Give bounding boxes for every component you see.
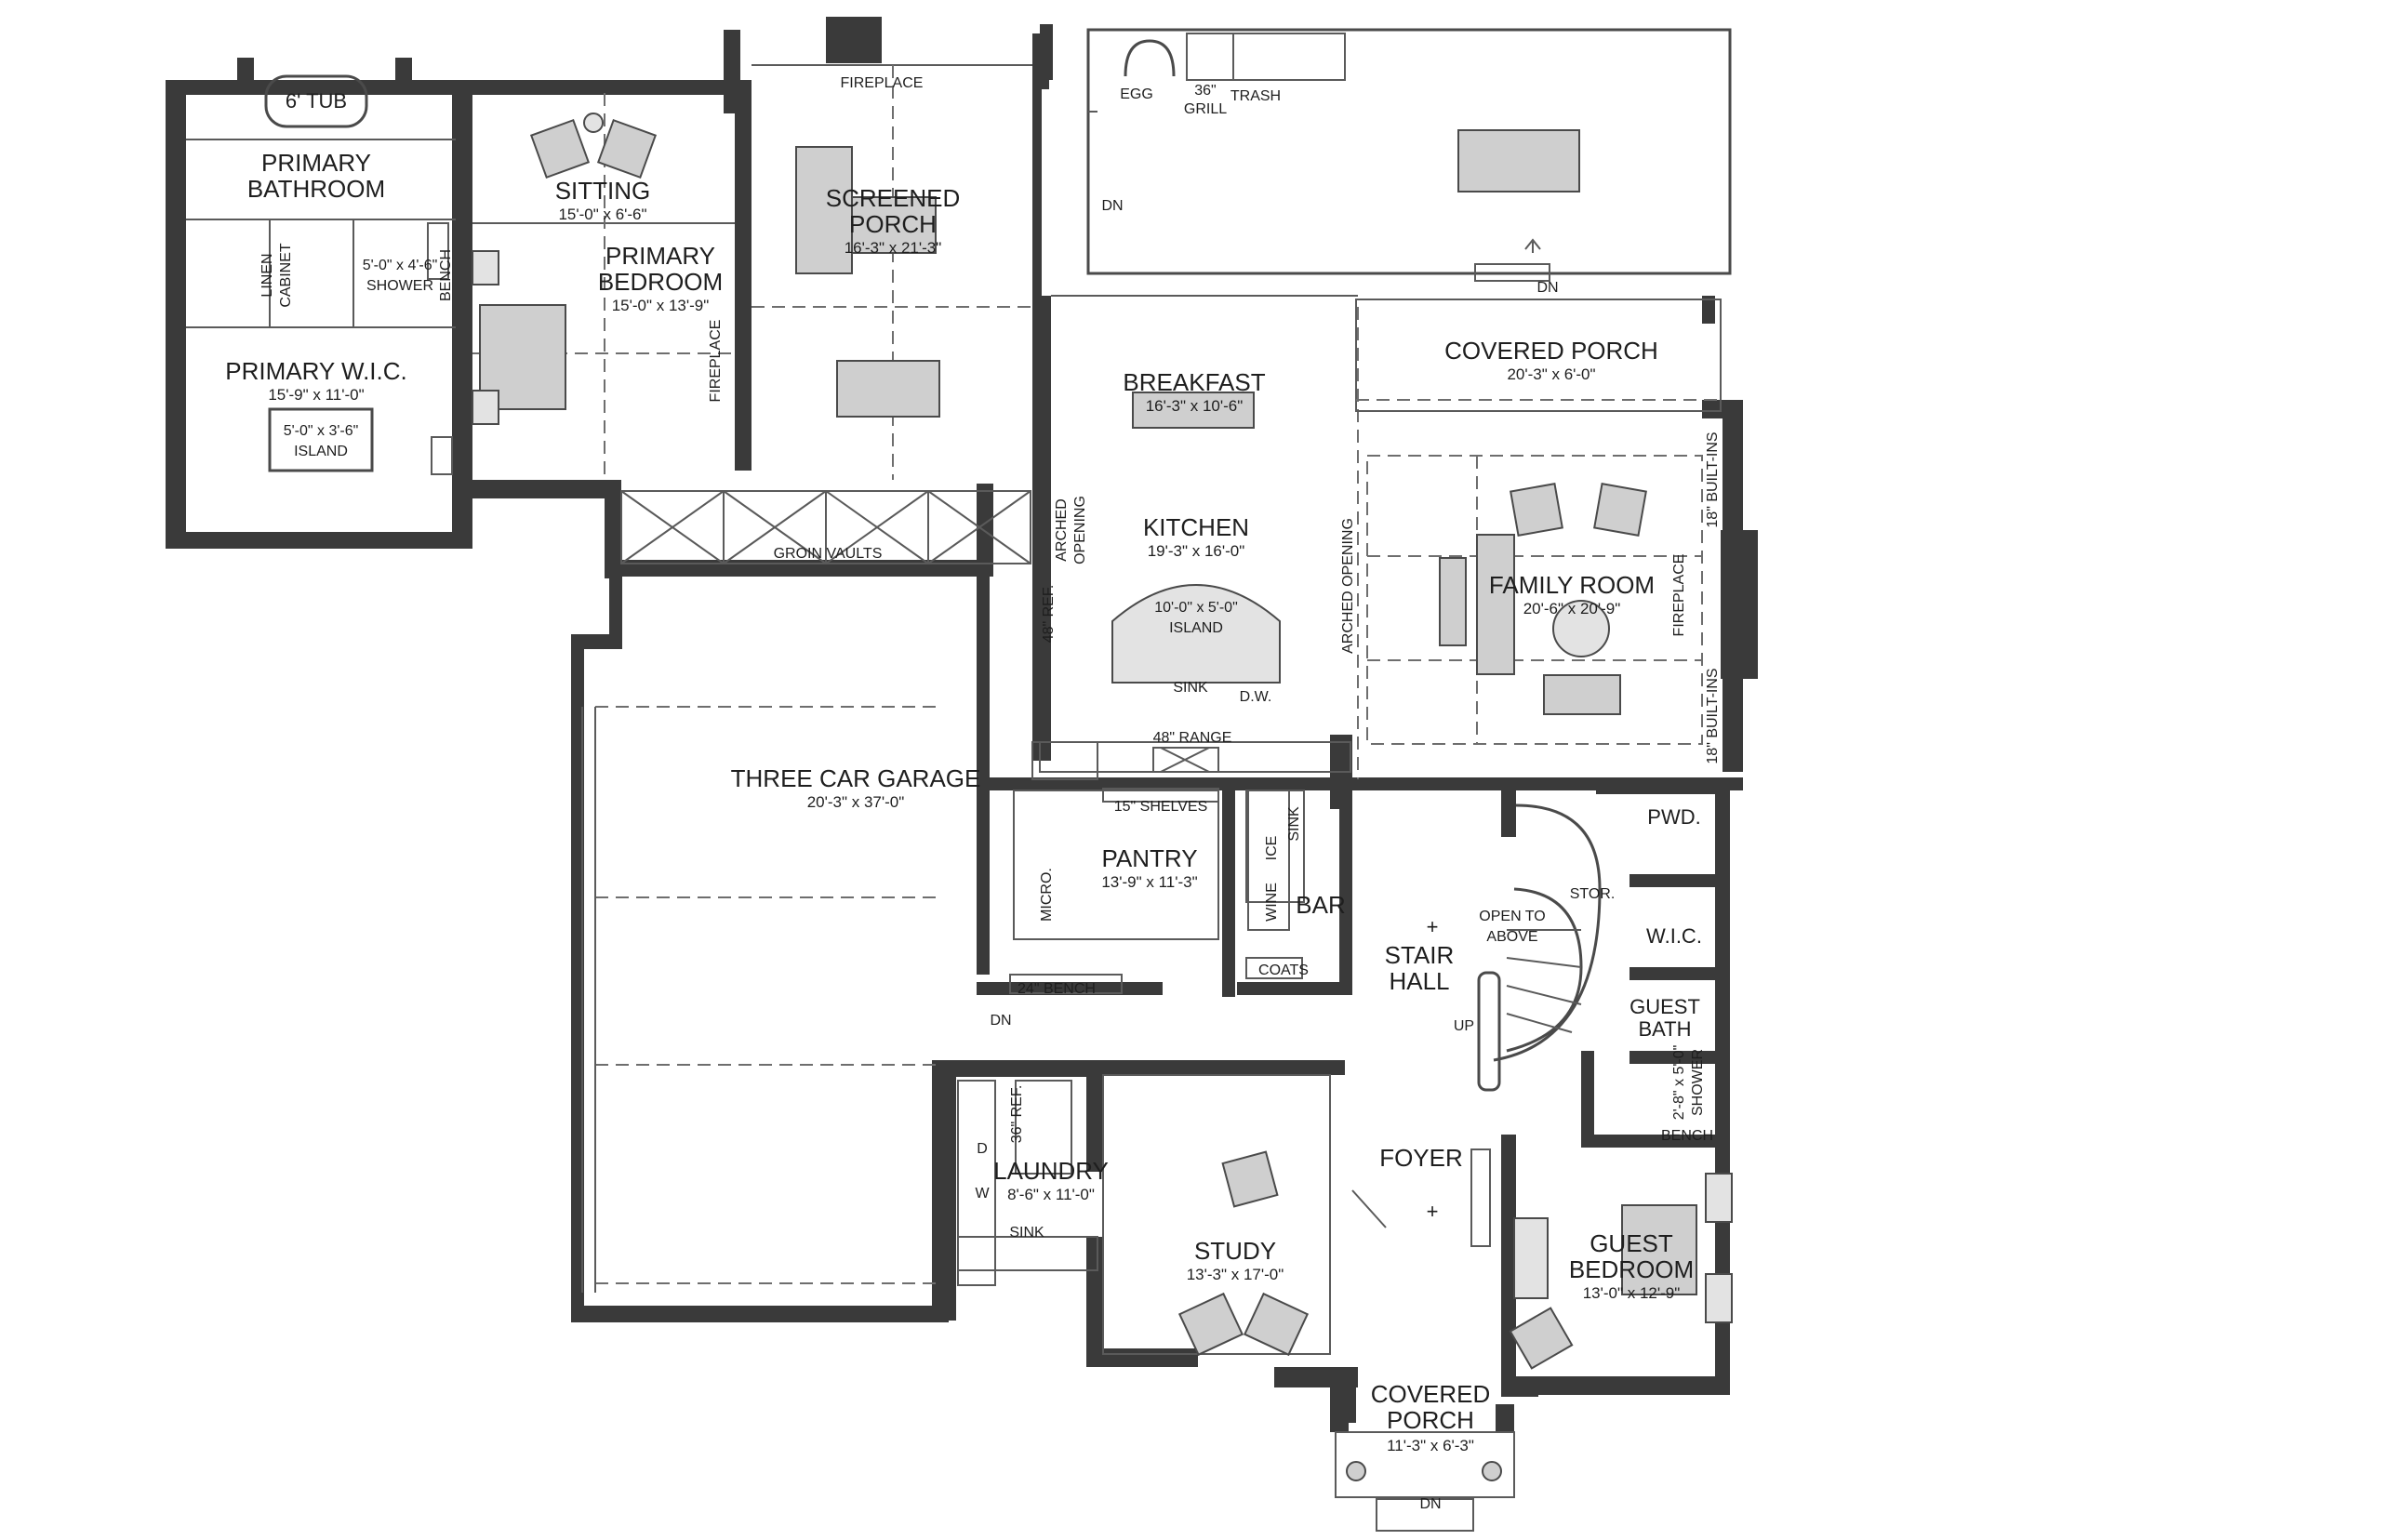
egg-label: EGG: [1120, 86, 1153, 102]
shelves-label: 15" SHELVES: [1114, 799, 1208, 815]
breakfast-label: BREAKFAST: [1123, 368, 1265, 396]
kitchen-sink-label: SINK: [1173, 680, 1208, 696]
guest-bedroom-label-1: GUEST: [1590, 1229, 1673, 1257]
primary-wic-dim: 15'-9" x 11'-0": [268, 386, 364, 404]
porch-fireplace-label: FIREPLACE: [841, 75, 924, 91]
wic-label: W.I.C.: [1646, 924, 1702, 948]
range-48-label: 48" RANGE: [1153, 730, 1232, 746]
guest-bath-label-1: GUEST: [1629, 995, 1700, 1018]
island-label: ISLAND: [1169, 620, 1223, 636]
shower-dim-label: 5'-0" x 4'-6": [363, 258, 438, 273]
garage-dim: 20'-3" x 37'-0": [807, 793, 905, 811]
dw-label: D.W.: [1240, 689, 1272, 705]
builtins-bottom-label: 18" BUILT-INS: [1705, 668, 1721, 763]
laundry-dn-label: DN: [990, 1013, 1011, 1029]
primary-bedroom-label-2: BEDROOM: [598, 268, 723, 296]
trash-label: TRASH: [1230, 88, 1281, 104]
furniture: [472, 39, 1697, 1481]
laundry-label: LAUNDRY: [993, 1157, 1109, 1185]
exterior-walls: [166, 17, 1758, 1432]
center-mark: +: [1427, 915, 1439, 938]
front-dn-label: DN: [1419, 1496, 1441, 1512]
kitchen-label: KITCHEN: [1143, 513, 1249, 541]
grill-label-2: GRILL: [1184, 101, 1227, 117]
tub-label: 6' TUB: [286, 89, 347, 113]
shower-label: SHOWER: [366, 278, 433, 294]
linen-label-2: CABINET: [278, 243, 294, 308]
micro-label: MICRO.: [1039, 868, 1055, 922]
bar-label: BAR: [1296, 891, 1345, 919]
garage-label: THREE CAR GARAGE: [731, 764, 981, 792]
family-fireplace-label: FIREPLACE: [1671, 554, 1687, 637]
sitting-label: SITTING: [555, 177, 651, 205]
rear-porch-dn-label: DN: [1101, 198, 1123, 214]
pantry-dim: 13'-9" x 11'-3": [1101, 873, 1197, 891]
guest-shower-dim: 2'-8" x 5'-0": [1671, 1045, 1687, 1121]
covered-porch-front-label-1: COVERED: [1371, 1380, 1491, 1408]
kitchen-arched-1: ARCHED: [1054, 498, 1070, 562]
room-labels: 6' TUB PRIMARY BATHROOM LINEN CABINET 5'…: [225, 75, 1721, 1512]
pwd-label: PWD.: [1647, 805, 1700, 829]
pantry-label: PANTRY: [1101, 844, 1197, 872]
ref-36-label: 36" REF.: [1009, 1085, 1025, 1144]
guest-bath-label-2: BATH: [1638, 1017, 1691, 1041]
guest-bench-label: BENCH: [1661, 1128, 1713, 1144]
covered-porch-rear-dim: 20'-3" x 6'-0": [1507, 365, 1595, 383]
study-dim: 13'-3" x 17'-0": [1187, 1266, 1284, 1283]
dryer-label: D: [977, 1141, 988, 1157]
wine-label: WINE: [1264, 883, 1280, 922]
up-label: UP: [1454, 1018, 1474, 1034]
guest-bedroom-label-2: BEDROOM: [1569, 1255, 1694, 1283]
covered-porch-front-label-2: PORCH: [1387, 1406, 1474, 1434]
primary-bathroom-label-2: BATHROOM: [247, 175, 385, 203]
screened-porch-label-1: SCREENED: [826, 184, 960, 212]
sitting-dim: 15'-0" x 6'-6": [558, 206, 646, 223]
bar-sink-label: SINK: [1286, 806, 1302, 842]
stair-hall-label-1: STAIR: [1385, 941, 1455, 969]
coats-label: COATS: [1258, 962, 1309, 978]
family-room-label: FAMILY ROOM: [1489, 571, 1655, 599]
primary-bathroom-label-1: PRIMARY: [261, 149, 371, 177]
bench-24-label: 24" BENCH: [1018, 981, 1096, 997]
laundry-sink-label: SINK: [1009, 1225, 1044, 1241]
open-above-label-1: OPEN TO: [1479, 909, 1545, 924]
covered-porch-front-dim: 11'-3" x 6'-3": [1387, 1437, 1474, 1454]
grill-label-1: 36": [1194, 83, 1216, 99]
foyer-label: FOYER: [1379, 1144, 1463, 1172]
primary-bedroom-dim: 15'-0" x 13'-9": [612, 297, 710, 314]
bench-label: BENCH: [438, 249, 454, 301]
center-mark: +: [1427, 1200, 1439, 1223]
washer-label: W: [975, 1186, 990, 1201]
wic-island-dim: 5'-0" x 3'-6": [284, 423, 359, 439]
family-room-dim: 20'-6" x 20'-9": [1523, 600, 1621, 617]
ice-label: ICE: [1264, 836, 1280, 861]
stair-hall-label-2: HALL: [1389, 967, 1449, 995]
builtins-top-label: 18" BUILT-INS: [1705, 431, 1721, 527]
bedroom-fireplace-label: FIREPLACE: [708, 320, 724, 403]
guest-bedroom-dim: 13'-0" x 12'-9": [1583, 1284, 1681, 1302]
groin-vaults-label: GROIN VAULTS: [774, 546, 883, 562]
rear-dn-label: DN: [1536, 280, 1558, 296]
study-label: STUDY: [1194, 1237, 1276, 1265]
open-above-label-2: ABOVE: [1486, 929, 1537, 945]
breakfast-dim: 16'-3" x 10'-6": [1146, 397, 1244, 415]
ref-48-label: 48" REF.: [1041, 585, 1057, 644]
linen-label-1: LINEN: [259, 253, 275, 297]
wic-island-label: ISLAND: [294, 444, 348, 459]
kitchen-arched-2: OPENING: [1072, 496, 1088, 564]
family-arched-label: ARCHED OPENING: [1340, 518, 1356, 654]
covered-porch-rear-label: COVERED PORCH: [1444, 337, 1658, 365]
screened-porch-dim: 16'-3" x 21'-3": [845, 239, 942, 257]
screened-porch-label-2: PORCH: [849, 210, 937, 238]
primary-bedroom-label-1: PRIMARY: [605, 242, 715, 270]
island-dim: 10'-0" x 5'-0": [1154, 600, 1238, 616]
kitchen-dim: 19'-3" x 16'-0": [1148, 542, 1245, 560]
markers: + +: [1427, 238, 1541, 1223]
stor-label: STOR.: [1570, 886, 1616, 902]
primary-wic-label: PRIMARY W.I.C.: [225, 357, 407, 385]
guest-shower-label: SHOWER: [1690, 1049, 1706, 1116]
interior-lines: [186, 28, 1733, 1532]
laundry-dim: 8'-6" x 11'-0": [1007, 1186, 1095, 1203]
